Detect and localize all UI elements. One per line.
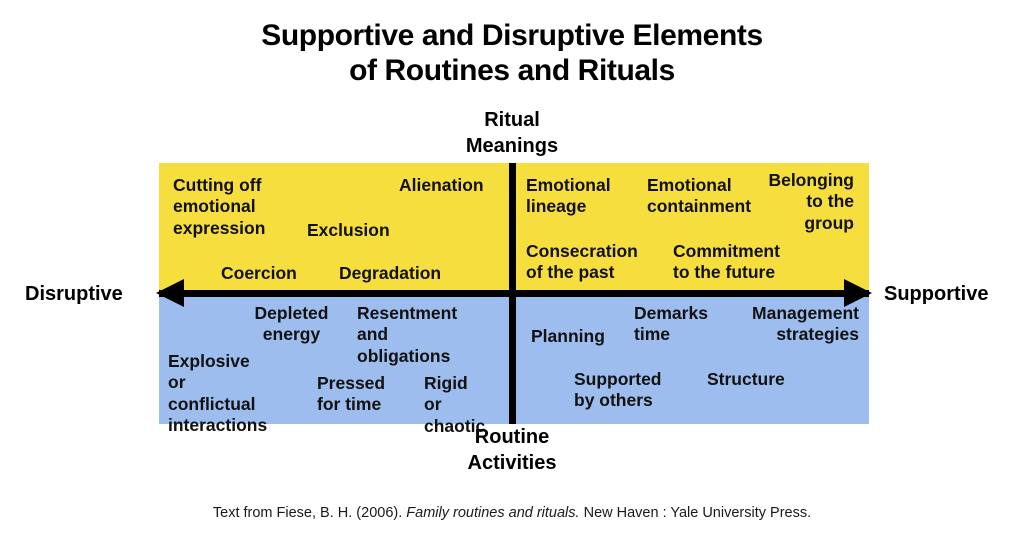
arrow-right-icon [844,279,872,307]
axis-label-ritual-meanings: Ritual Meanings [0,108,1024,159]
term-supported-by-others: Supported by others [574,369,662,411]
term-structure: Structure [707,369,785,389]
term-rigid-or-chaotic: Rigid or chaotic [424,373,486,436]
axis-label-routine-line-2: Activities [467,451,557,474]
term-belonging-to-the-group: Belonging to the group [768,170,854,233]
term-management-strategies: Management strategies [752,303,859,345]
term-cutting-off-emotional-expression: Cutting off emotional expression [173,175,266,238]
quadrant-matrix: Cutting off emotional expression Alienat… [156,163,872,436]
axis-label-supportive: Supportive [884,283,989,305]
term-depleted-energy: Depleted energy [254,303,329,345]
source-citation: Text from Fiese, B. H. (2006). Family ro… [0,505,1024,521]
term-explosive-or-conflictual-interactions: Explosive or conflictual interactions [168,351,268,436]
axis-label-routine-line-1: Routine [474,426,550,448]
axis-label-ritual-line-1: Ritual [484,109,540,131]
term-planning: Planning [531,326,605,346]
term-exclusion: Exclusion [307,220,390,240]
page-title-line-1: Supportive and Disruptive Elements [261,19,763,52]
axis-label-routine-activities: Routine Activities [0,425,1024,476]
term-pressed-for-time: Pressed for time [317,373,386,415]
term-commitment-to-the-future: Commitment to the future [673,241,780,283]
term-coercion: Coercion [221,263,297,283]
page-title-line-2: of Routines and Rituals [349,54,675,88]
term-alienation: Alienation [399,175,484,195]
term-consecration-of-the-past: Consecration of the past [526,241,638,283]
axis-label-ritual-line-2: Meanings [465,134,559,157]
citation-prefix: Text from Fiese, B. H. (2006). [212,505,407,521]
term-emotional-lineage: Emotional lineage [526,175,611,217]
term-demarks-time: Demarks time [634,303,708,345]
term-degradation: Degradation [339,263,442,283]
term-resentment-and-obligations: Resentment and obligations [357,303,458,366]
citation-suffix: New Haven : Yale University Press. [579,505,812,521]
arrow-left-icon [156,279,184,307]
page-title: Supportive and Disruptive Elements of Ro… [0,18,1024,89]
axis-label-disruptive: Disruptive [25,283,123,305]
term-emotional-containment: Emotional containment [647,175,752,217]
vertical-axis-line [509,163,516,424]
citation-work-title: Family routines and rituals. [406,505,580,521]
